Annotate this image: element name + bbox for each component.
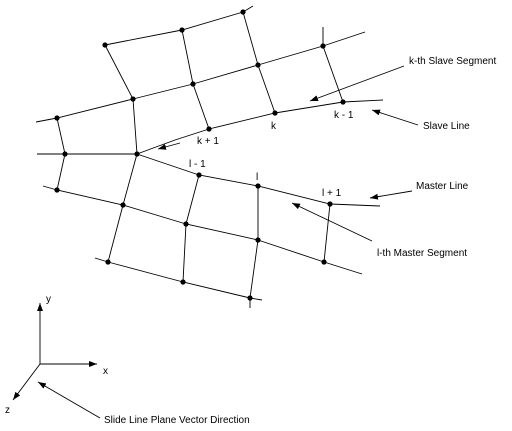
arrow-master-line [369,190,413,200]
node-k-minus-1 [340,99,346,105]
label-master-line: Master Line [416,181,469,192]
node [183,221,189,227]
node [62,151,68,157]
master-vertical-left [56,153,66,191]
label-slide-line-vector: Slide Line Plane Vector Direction [104,415,250,426]
label-axis-y: y [46,294,51,305]
master-mesh-middle-row [42,185,363,275]
node-k [272,110,278,116]
node [247,295,253,301]
arrow-slave-line [371,109,419,126]
node [255,62,261,68]
arrow-k-plus-1 [157,142,181,150]
slave-mesh-middle-row [35,31,366,123]
label-node-k-minus-1: k - 1 [334,110,354,121]
node [120,202,126,208]
node [320,43,326,49]
arrow-kth-slave-segment [309,65,405,102]
node [321,259,327,265]
label-node-l-plus-1: l + 1 [322,188,342,199]
node [102,42,108,48]
coordinate-axes [12,303,97,401]
label-node-k: k [271,121,277,132]
node [255,237,261,243]
master-vertical-4 [323,203,331,263]
master-mesh-bottom-row [94,257,263,301]
slave-vertical-3 [242,11,276,114]
node [130,96,136,102]
master-mesh [42,153,381,308]
arrow-lth-master-segment [291,202,373,242]
node [54,115,60,121]
slave-vertical-2 [181,29,210,130]
z-axis [12,363,41,401]
node [240,9,246,15]
label-node-l-minus-1: l - 1 [189,159,206,170]
node [180,279,186,285]
master-line [136,153,381,207]
label-slave-line: Slave Line [423,121,470,132]
label-node-k-plus-1: k + 1 [197,136,219,147]
label-axis-z: z [5,405,10,416]
master-vertical-3 [249,186,259,308]
label-kth-slave-segment: k-th Slave Segment [409,56,496,67]
slave-mesh-top-edge [104,5,254,46]
node [134,151,140,157]
slave-vertical-4 [322,27,344,103]
node-l-plus-1 [327,201,333,207]
node [179,27,185,33]
label-lth-master-segment: l-th Master Segment [377,248,467,259]
node [190,81,196,87]
slave-line [136,99,384,155]
node [54,187,60,193]
mesh-nodes [54,9,346,301]
label-axis-x: x [103,366,108,377]
node-l-minus-1 [196,172,202,178]
arrow-slide-line-vector [37,381,101,419]
annotation-arrows [37,65,419,419]
node [105,259,111,265]
node-l [255,183,261,189]
slave-vertical-left [56,117,66,155]
master-vertical-2 [182,174,200,283]
label-node-l: l [256,172,258,183]
slave-mesh [35,5,384,155]
node-k-plus-1 [206,126,212,132]
